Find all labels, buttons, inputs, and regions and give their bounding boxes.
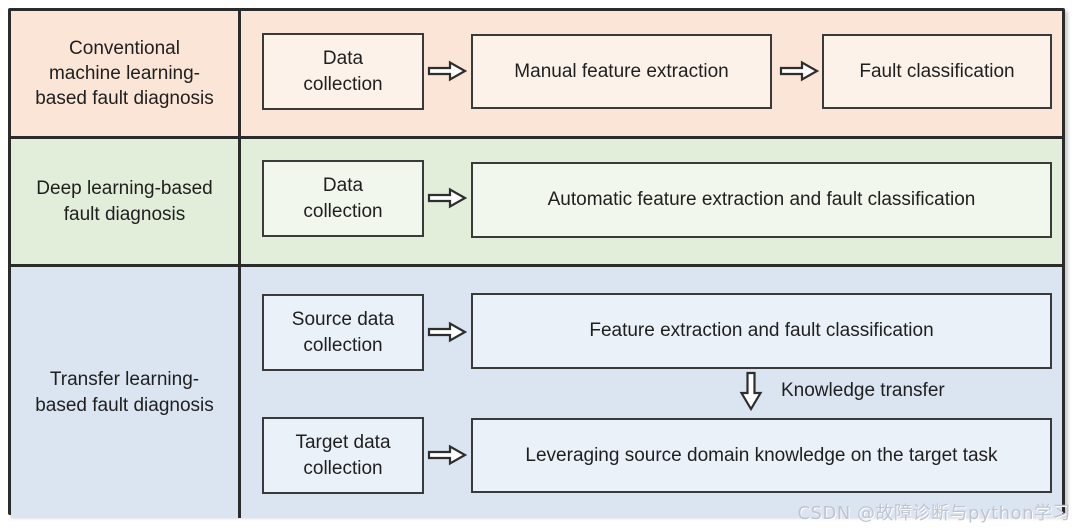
node-leveraging-source-domain-knowledge: Leveraging source domain knowledge on th…	[471, 418, 1052, 493]
node-feature-extraction-fault-classification: Feature extraction and fault classificat…	[471, 293, 1052, 369]
right-arrow-icon	[427, 444, 467, 466]
fault-diagnosis-diagram: Conventional machine learning- based fau…	[8, 8, 1065, 518]
row-content-conventional-ml: Data collection Manual feature extractio…	[241, 11, 1062, 136]
watermark-csdn: CSDN @故障诊断与python学习	[797, 503, 1071, 524]
node-manual-feature-extraction: Manual feature extraction	[471, 34, 772, 109]
right-arrow-icon	[427, 60, 467, 82]
right-arrow-icon	[779, 60, 819, 82]
node-automatic-feature-extraction: Automatic feature extraction and fault c…	[471, 162, 1052, 238]
node-data-collection-deep: Data collection	[262, 160, 424, 237]
node-source-data-collection: Source data collection	[262, 294, 424, 371]
node-fault-classification: Fault classification	[822, 34, 1052, 109]
node-data-collection-conventional: Data collection	[262, 33, 424, 110]
row-content-deep-learning: Data collection Automatic feature extrac…	[241, 139, 1062, 264]
row-deep-learning: Deep learning-based fault diagnosis Data…	[11, 136, 1062, 264]
row-label-conventional-ml: Conventional machine learning- based fau…	[11, 11, 241, 136]
row-content-transfer-learning: Source data collection Feature extractio…	[241, 267, 1062, 518]
row-transfer-learning: Transfer learning- based fault diagnosis…	[11, 264, 1062, 518]
row-conventional-ml: Conventional machine learning- based fau…	[11, 11, 1062, 136]
node-target-data-collection: Target data collection	[262, 417, 424, 494]
right-arrow-icon	[427, 321, 467, 343]
row-label-transfer-learning: Transfer learning- based fault diagnosis	[11, 267, 241, 518]
right-arrow-icon	[427, 187, 467, 209]
down-arrow-icon	[739, 371, 763, 411]
knowledge-transfer-label: Knowledge transfer	[781, 380, 945, 401]
row-label-deep-learning: Deep learning-based fault diagnosis	[11, 139, 241, 264]
